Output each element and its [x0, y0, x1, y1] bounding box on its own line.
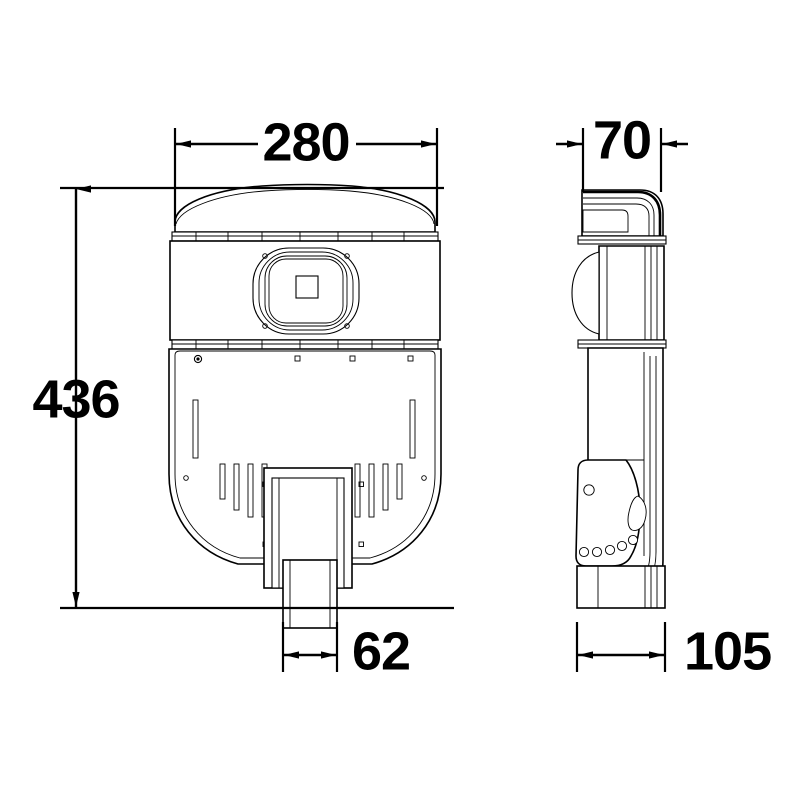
dimension-label-70: 70: [593, 110, 651, 170]
dimension-height-436: 436: [32, 185, 454, 610]
vent-slot-long: [192, 399, 199, 459]
side-mounting-bracket: [575, 459, 647, 567]
dimension-label-62: 62: [352, 621, 410, 681]
lens-screw: [262, 253, 268, 259]
side-view: 70 105: [556, 110, 772, 681]
body-screw-center: [196, 357, 200, 361]
lens-screw: [262, 323, 268, 329]
vent-slot: [233, 463, 240, 511]
side-stem-base: [576, 565, 666, 609]
vent-slot-long: [409, 399, 416, 459]
dimension-label-280: 280: [262, 112, 349, 172]
vent-slot: [368, 463, 375, 518]
front-view: 280 436 62: [32, 112, 454, 681]
side-cap-base: [577, 235, 667, 245]
bracket-hole: [578, 546, 590, 558]
side-top-cap: [581, 189, 664, 237]
front-top-dome: [174, 183, 436, 233]
dimension-stem-62: 62: [281, 621, 411, 681]
bracket-latch: [627, 495, 647, 531]
body-screw: [407, 355, 414, 362]
body-screw: [193, 354, 203, 364]
lens-screw: [344, 253, 350, 259]
dimension-width-280: 280: [173, 112, 439, 226]
vent-slot: [382, 463, 389, 511]
side-lens-section: [571, 245, 665, 341]
front-upper-rib-band: [171, 231, 439, 242]
bracket-hole: [616, 540, 628, 552]
bracket-hole: [591, 546, 603, 558]
body-screw: [294, 355, 301, 362]
dimension-label-436: 436: [32, 369, 119, 429]
vent-slot: [247, 463, 254, 518]
side-stem: [576, 565, 666, 609]
front-lower-rib-band: [171, 339, 439, 350]
lens-center-square: [295, 275, 319, 299]
side-mid-band: [577, 339, 667, 349]
bracket-hole: [627, 534, 639, 546]
bracket-hole: [604, 544, 616, 556]
bracket-hole: [583, 484, 595, 496]
lens-screw: [344, 323, 350, 329]
body-screw: [349, 355, 356, 362]
front-mounting-stem: [263, 467, 353, 629]
stem-neck: [282, 559, 338, 629]
dimension-depth-70: 70: [556, 110, 688, 192]
body-screw: [183, 475, 189, 481]
body-screw: [421, 475, 427, 481]
dimension-base-105: 105: [575, 621, 772, 681]
body-screw: [358, 541, 364, 547]
front-lens-housing: [169, 240, 441, 341]
vent-slot: [354, 463, 361, 518]
dimension-label-105: 105: [684, 621, 771, 681]
body-screw: [358, 481, 364, 487]
vent-slot: [396, 463, 403, 500]
side-lens-dome: [571, 251, 600, 335]
vent-slot: [219, 463, 226, 500]
